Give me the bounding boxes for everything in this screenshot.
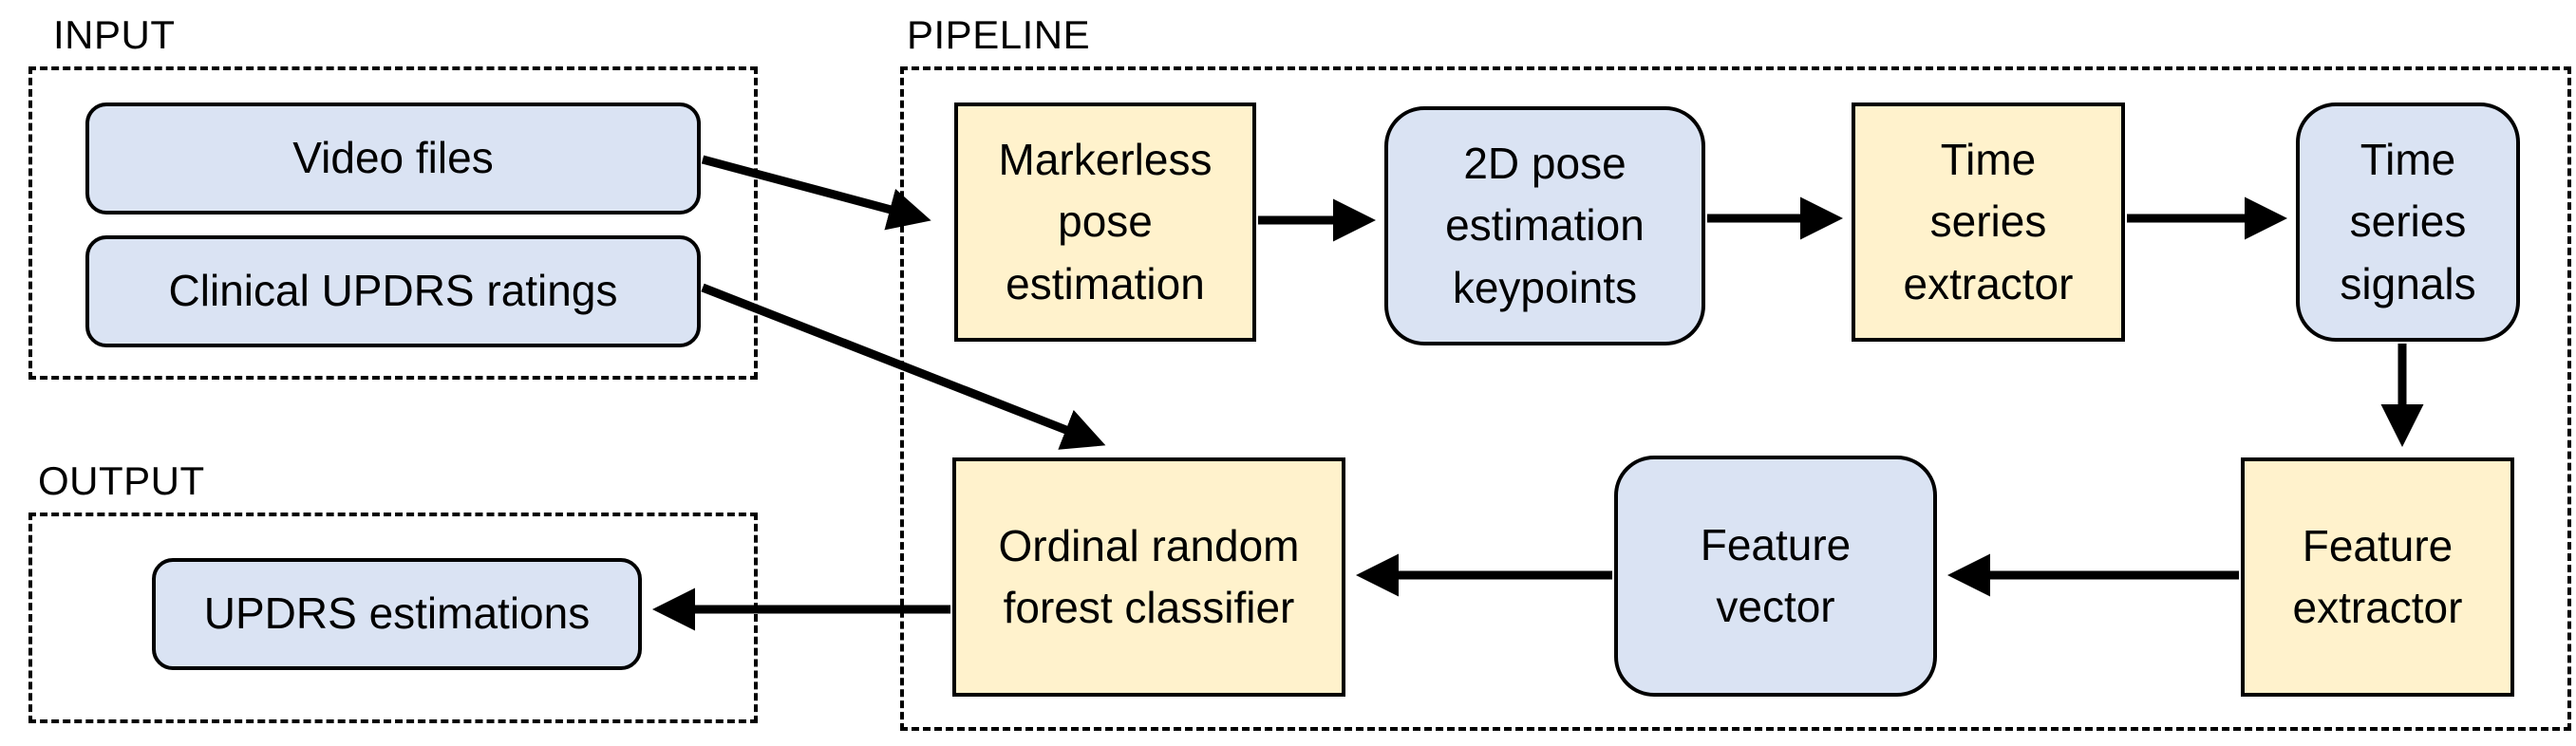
feature-vector-node: Feature vector [1614, 456, 1937, 697]
markerless-pose-node: Markerless pose estimation [954, 103, 1256, 342]
input-group-label: INPUT [53, 12, 176, 57]
classifier-node: Ordinal random forest classifier [952, 457, 1345, 697]
ts-signals-node: Time series signals [2296, 103, 2520, 342]
feature-extractor-node: Feature extractor [2241, 457, 2514, 697]
ts-extractor-node: Time series extractor [1852, 103, 2125, 342]
arrow-video-to-pose [701, 155, 931, 231]
pipeline-group [900, 66, 2571, 731]
input-group [28, 66, 758, 380]
pipeline-group-label: PIPELINE [907, 12, 1091, 57]
arrow-ratings-to-classifier [701, 283, 1106, 450]
keypoints-node: 2D pose estimation keypoints [1384, 106, 1705, 345]
clinical-ratings-node: Clinical UPDRS ratings [85, 235, 701, 347]
estimations-node: UPDRS estimations [152, 558, 642, 670]
output-group-label: OUTPUT [38, 458, 205, 503]
video-files-node: Video files [85, 103, 701, 214]
output-group [28, 513, 758, 723]
